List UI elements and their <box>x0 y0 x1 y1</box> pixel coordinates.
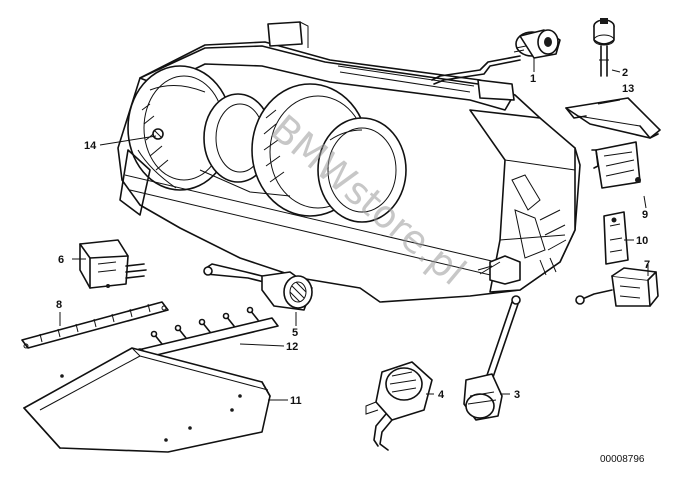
callout-5: 5 <box>292 327 298 339</box>
part-1-actuator <box>431 29 561 85</box>
callout-1: 1 <box>530 73 536 85</box>
diagram-code: 00008796 <box>600 454 645 465</box>
callout-10: 10 <box>636 235 648 247</box>
part-10-plate <box>603 211 629 265</box>
part-8-strip <box>21 301 169 349</box>
callout-14: 14 <box>84 140 97 152</box>
callout-13: 13 <box>622 83 634 95</box>
callout-7: 7 <box>644 259 650 271</box>
callout-leaders <box>59 58 649 401</box>
callout-6: 6 <box>58 254 64 266</box>
callout-labels: 1 2 3 4 5 6 7 8 9 10 11 12 13 14 <box>56 67 650 407</box>
callout-12: 12 <box>286 341 298 353</box>
callout-4: 4 <box>438 389 445 401</box>
part-9-bracket <box>591 141 641 189</box>
part-11-cover <box>23 347 271 453</box>
callout-9: 9 <box>642 209 648 221</box>
part-3-actuator <box>463 295 521 421</box>
part-13-flap <box>565 97 661 139</box>
part-7-switch <box>575 267 659 307</box>
callout-2: 2 <box>622 67 628 79</box>
callout-11: 11 <box>290 395 302 407</box>
part-4-motor <box>365 361 433 451</box>
callout-8: 8 <box>56 299 62 311</box>
part-2-valve <box>593 18 615 77</box>
blower-housing <box>117 21 581 303</box>
part-12-bar <box>135 306 279 360</box>
part-5-sensor <box>203 263 313 311</box>
callout-3: 3 <box>514 389 520 401</box>
part-6-relay <box>79 239 147 289</box>
